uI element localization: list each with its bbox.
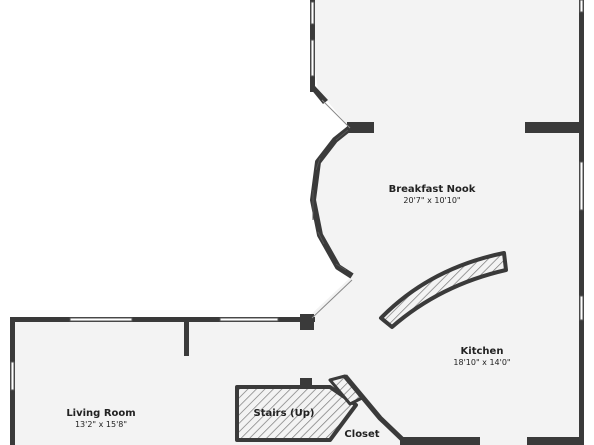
east-window-middle — [579, 161, 584, 211]
nook-west-window-upper — [310, 1, 315, 25]
nook-west-wall-angle — [310, 86, 328, 104]
living-room-north-wall — [10, 317, 315, 322]
nook-door-leaf-upper — [321, 99, 351, 129]
bay-window-pane-2 — [315, 157, 321, 171]
living-room-stub-wall — [184, 320, 189, 356]
room-name-kitchen: Kitchen — [461, 346, 504, 357]
living-room-west-window — [10, 361, 15, 391]
room-dims-breakfast-nook: 20'7" x 10'10" — [403, 196, 460, 205]
stairs-area — [235, 385, 358, 442]
kitchen-partition-wall — [525, 122, 581, 133]
east-wall — [579, 0, 584, 445]
nook-west-window-lower — [310, 39, 315, 77]
room-name-stairs: Stairs (Up) — [254, 408, 315, 419]
south-wall-segment-east — [527, 437, 581, 445]
room-name-living-room: Living Room — [66, 408, 135, 419]
closet-wall — [343, 374, 405, 442]
room-dims-kitchen: 18'10" x 14'0" — [453, 358, 510, 367]
room-dims-living-room: 13'2" x 15'8" — [75, 420, 127, 429]
windows — [10, 0, 584, 391]
door-swings — [311, 99, 353, 319]
floor-area — [14, 0, 580, 445]
living-room-window-1 — [69, 317, 133, 322]
south-wall-segment — [400, 437, 480, 445]
east-window-lower — [579, 295, 584, 321]
bay-window-pane-5 — [335, 263, 347, 271]
living-room-window-2 — [219, 317, 279, 322]
kitchen-counter — [379, 251, 508, 329]
nook-door-leaf-lower — [311, 279, 353, 319]
stair-post — [300, 378, 312, 387]
bay-window-pane-1 — [335, 129, 349, 141]
corner-post — [300, 314, 314, 330]
nook-bay-post — [347, 122, 374, 133]
room-name-breakfast-nook: Breakfast Nook — [389, 184, 476, 195]
bay-window-pane-4 — [317, 231, 325, 245]
room-name-closet: Closet — [344, 429, 379, 440]
east-window-upper — [579, 0, 584, 13]
